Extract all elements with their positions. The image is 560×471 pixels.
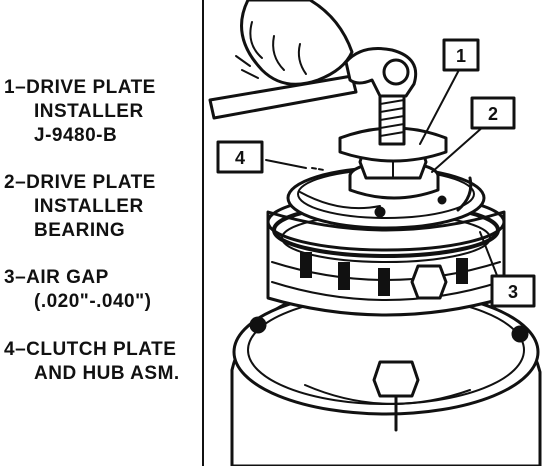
- body-bolt: [249, 316, 267, 334]
- pulley-slot: [378, 268, 390, 296]
- lower-nut-icon: [372, 360, 420, 398]
- pulley-slot: [300, 252, 312, 278]
- parts-legend: 1–DRIVE PLATE INSTALLER J-9480-B 2–DRIVE…: [0, 0, 200, 466]
- pulley-slot: [338, 262, 350, 290]
- column-divider: [202, 0, 204, 466]
- legend-line: AND HUB ASM.: [34, 363, 180, 384]
- leader-line-3: [479, 231, 499, 279]
- callout-1: 1: [442, 38, 480, 72]
- callout-2: 2: [470, 96, 516, 130]
- legend-line: 2–DRIVE PLATE: [4, 172, 156, 193]
- leader-line-4: [265, 159, 307, 169]
- legend-line: 1–DRIVE PLATE: [4, 77, 156, 98]
- hand-icon: [240, 0, 354, 86]
- callout-1-label: 1: [456, 46, 466, 66]
- callout-4: 4: [216, 140, 264, 174]
- callout-2-label: 2: [488, 104, 498, 124]
- legend-line: BEARING: [34, 220, 126, 241]
- legend-line: INSTALLER: [34, 101, 144, 122]
- compressor-illustration: 1 2 3 4: [206, 0, 560, 468]
- legend-item-air-gap: 3–AIR GAP (.020"-.040"): [4, 266, 151, 314]
- legend-item-installer-bearing: 2–DRIVE PLATE INSTALLER BEARING: [4, 171, 156, 243]
- legend-item-drive-plate-installer: 1–DRIVE PLATE INSTALLER J-9480-B: [4, 76, 156, 148]
- legend-item-clutch-plate-hub: 4–CLUTCH PLATE AND HUB ASM.: [4, 338, 180, 386]
- callout-4-label: 4: [235, 148, 245, 168]
- legend-line: (.020"-.040"): [34, 291, 152, 312]
- leader-line-2: [431, 125, 485, 173]
- legend-line: J-9480-B: [34, 125, 118, 146]
- leader-line-1: [419, 67, 461, 145]
- body-bolt: [511, 325, 529, 343]
- pulley-slot: [456, 258, 468, 284]
- legend-line: 4–CLUTCH PLATE: [4, 339, 177, 360]
- callout-3-label: 3: [508, 282, 518, 302]
- compressor-drawing: 1 2 3 4: [208, 0, 542, 468]
- legend-line: 3–AIR GAP: [4, 267, 109, 288]
- pulley-nut-icon: [410, 264, 448, 300]
- legend-line: INSTALLER: [34, 196, 144, 217]
- callout-3: 3: [490, 274, 536, 308]
